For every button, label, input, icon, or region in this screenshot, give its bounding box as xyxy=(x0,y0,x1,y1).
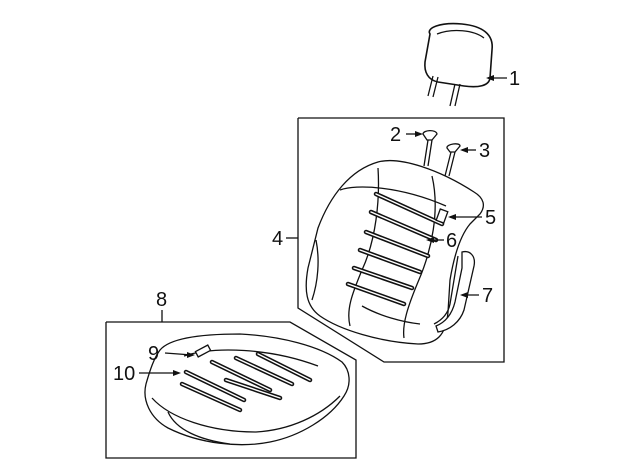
callout-4: 4 xyxy=(272,228,298,250)
seat-cushion-heater-element xyxy=(179,351,313,413)
headrest xyxy=(424,22,493,107)
callout-10: 10 xyxy=(113,363,181,385)
seat-back-heater-element xyxy=(345,191,445,307)
callout-label-4: 4 xyxy=(272,228,283,250)
callout-8: 8 xyxy=(156,289,167,322)
callout-label-7: 7 xyxy=(482,285,493,307)
callout-label-3: 3 xyxy=(479,140,490,162)
callout-label-6: 6 xyxy=(446,230,457,252)
callout-label-1: 1 xyxy=(509,68,520,90)
callout-label-10: 10 xyxy=(113,363,135,385)
heater-connector xyxy=(435,208,449,224)
callout-3: 3 xyxy=(460,140,490,162)
callout-9: 9 xyxy=(148,343,195,365)
seat-back-frame xyxy=(297,117,505,363)
headrest-guide-right xyxy=(444,143,461,177)
callout-5: 5 xyxy=(448,207,496,229)
callout-7: 7 xyxy=(460,285,493,307)
callout-6: 6 xyxy=(426,230,457,252)
callout-label-5: 5 xyxy=(485,207,496,229)
seat-cushion-frame xyxy=(105,321,357,459)
callout-2: 2 xyxy=(390,124,423,146)
callout-label-9: 9 xyxy=(148,343,159,365)
seat-back-panel xyxy=(433,250,476,333)
callout-label-8: 8 xyxy=(156,289,167,311)
callout-label-2: 2 xyxy=(390,124,401,146)
cushion-heater-connector xyxy=(194,344,212,358)
callout-1: 1 xyxy=(486,68,520,90)
headrest-guide-left xyxy=(422,129,438,167)
